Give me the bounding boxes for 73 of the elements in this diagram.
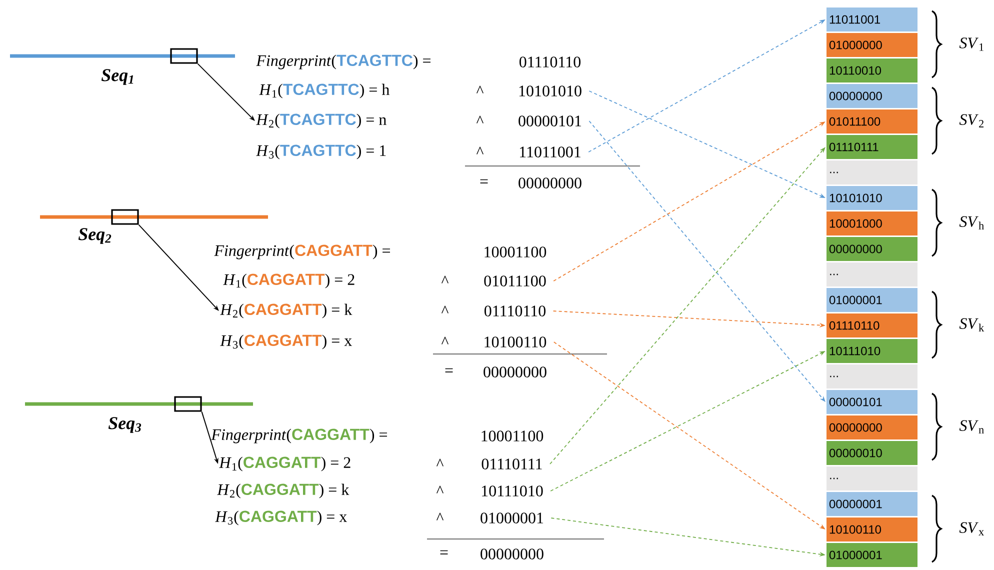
storage-cell: 00000001 [826,491,918,517]
storage-cell: ... [826,466,918,492]
vector-label: SV$_{2}$ [959,114,984,128]
bit-string: 01110110 [520,56,580,68]
equals-sign: = [480,179,488,184]
xor-operator: ^ [441,276,449,284]
bit-string: 11011001 [520,146,580,158]
xor-operator: ^ [441,336,449,344]
storage-cell: 10110010 [826,58,918,84]
window-box [111,209,139,225]
hash-formula: H$_{3}$(CAGGATT) = x [220,334,352,350]
equals-sign: = [445,368,453,372]
hash-formula: H$_{3}$(TCAGTTC) = 1 [256,144,386,160]
vector-label: SV$_{h}$ [959,216,984,230]
hash-formula: H$_{1}$(CAGGATT) = 2 [219,456,350,472]
storage-cell: 10100110 [826,516,918,542]
hash-formula: H$_{2}$(CAGGATT) = k [220,304,352,318]
bit-string: 10101010 [519,86,582,96]
xor-operator: ^ [441,306,449,314]
xor-operator: ^ [436,512,444,520]
storage-cell: 00000000 [826,83,918,109]
xor-operator: ^ [476,146,484,154]
storage-cell: 00000010 [826,440,918,466]
hash-formula: Fingerprint(CAGGATT) = [214,244,390,260]
xor-operator: ^ [436,458,444,466]
storage-cell: 01000001 [826,542,918,568]
storage-cell: 00000000 [826,236,918,262]
hash-formula: H$_{3}$(CAGGATT) = x [215,510,347,526]
bit-string: 01011100 [484,276,546,286]
bit-string: 00000000 [484,366,546,378]
hash-formula: H$_{1}$(TCAGTTC) = h [259,84,390,98]
xor-operator: ^ [436,486,444,494]
storage-cell: 01011100 [826,108,918,134]
sequence-name: Seq$_{2}$ [78,228,112,244]
storage-cell: 01000001 [826,287,918,313]
bit-string: 00000101 [518,116,582,126]
storage-cell: ... [826,262,918,288]
vector-label: SV$_{x}$ [959,522,984,536]
storage-cell: 00000000 [826,414,918,440]
bit-string: 00000000 [480,548,544,560]
sequence-name: Seq$_{3}$ [108,417,142,433]
storage-cell: ... [826,160,918,186]
hash-formula: H$_{1}$(CAGGATT) = 2 [223,274,354,288]
hash-formula: H$_{2}$(TCAGTTC) = n [256,114,386,128]
equals-sign: = [440,550,448,554]
storage-cell: 11011001 [826,6,918,32]
vector-label: SV$_{n}$ [959,420,984,434]
storage-cell: 10101010 [826,185,918,211]
storage-cell: 00000101 [826,389,918,415]
storage-cell: 01110110 [826,312,918,338]
bit-string: 10001100 [484,246,546,258]
bit-string: 10001100 [482,430,544,442]
vector-label: SV$_{1}$ [959,38,984,51]
hash-formula: Fingerprint(CAGGATT) = [211,428,387,444]
bit-string: 10111010 [482,486,543,496]
bit-string: 01110110 [484,306,546,316]
bit-string: 10100110 [484,336,546,348]
vector-label: SV$_{k}$ [959,318,984,332]
storage-cell: 10111010 [826,338,918,364]
sequence-name: Seq$_{1}$ [101,69,134,85]
xor-operator: ^ [476,86,484,94]
bit-string: 00000000 [518,178,582,188]
storage-cell: 10001000 [826,210,918,236]
storage-cell: ... [826,364,918,390]
hash-formula: H$_{2}$(CAGGATT) = k [217,484,350,498]
storage-cell: 01000000 [826,32,918,58]
bit-string: 01110111 [482,458,542,470]
storage-cell: 01110111 [826,134,918,160]
window-box [170,48,198,64]
xor-operator: ^ [476,116,484,124]
window-box [174,396,202,412]
bit-string: 01000001 [480,512,544,524]
hash-formula: Fingerprint(TCAGTTC) = [256,54,430,70]
